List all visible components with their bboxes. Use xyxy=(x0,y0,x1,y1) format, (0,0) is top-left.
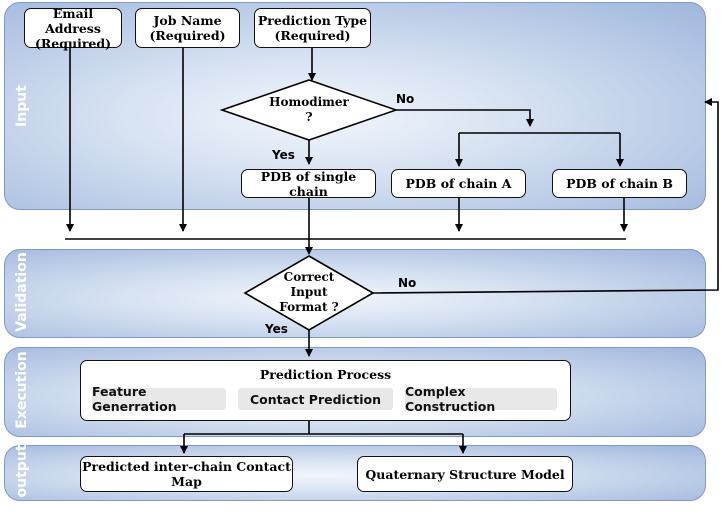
homodimer-question: Homodimer ? xyxy=(269,95,349,124)
homodimer-decision-diamond xyxy=(219,79,399,141)
homodimer-yes-label: Yes xyxy=(272,148,295,162)
flow-connectors xyxy=(65,48,719,454)
prediction-type-box: Prediction Type (Required) xyxy=(254,8,371,48)
job-name-box: Job Name (Required) xyxy=(135,8,240,48)
pdb-chain-b-box: PDB of chain B xyxy=(552,169,687,198)
email-address-box: Email Address (Required) xyxy=(24,6,122,51)
validation-yes-label: Yes xyxy=(265,322,288,336)
validation-no-label: No xyxy=(398,276,417,290)
step-feature-generation: Feature Generration xyxy=(92,384,226,414)
homodimer-no-label: No xyxy=(396,92,415,106)
pdb-chain-a-box: PDB of chain A xyxy=(391,169,526,198)
step-contact-prediction: Contact Prediction xyxy=(238,388,393,410)
contact-map-output-box: Predicted inter-chain Contact Map xyxy=(80,456,293,492)
format-decision-diamond xyxy=(243,255,375,331)
pdb-single-chain-box: PDB of single chain xyxy=(241,169,376,199)
quaternary-structure-output-box: Quaternary Structure Model xyxy=(357,456,573,492)
prediction-process-title: Prediction Process xyxy=(259,367,392,382)
format-question: Correct Input Format ? xyxy=(279,270,339,314)
step-complex-construction: Complex Construction xyxy=(405,384,557,414)
